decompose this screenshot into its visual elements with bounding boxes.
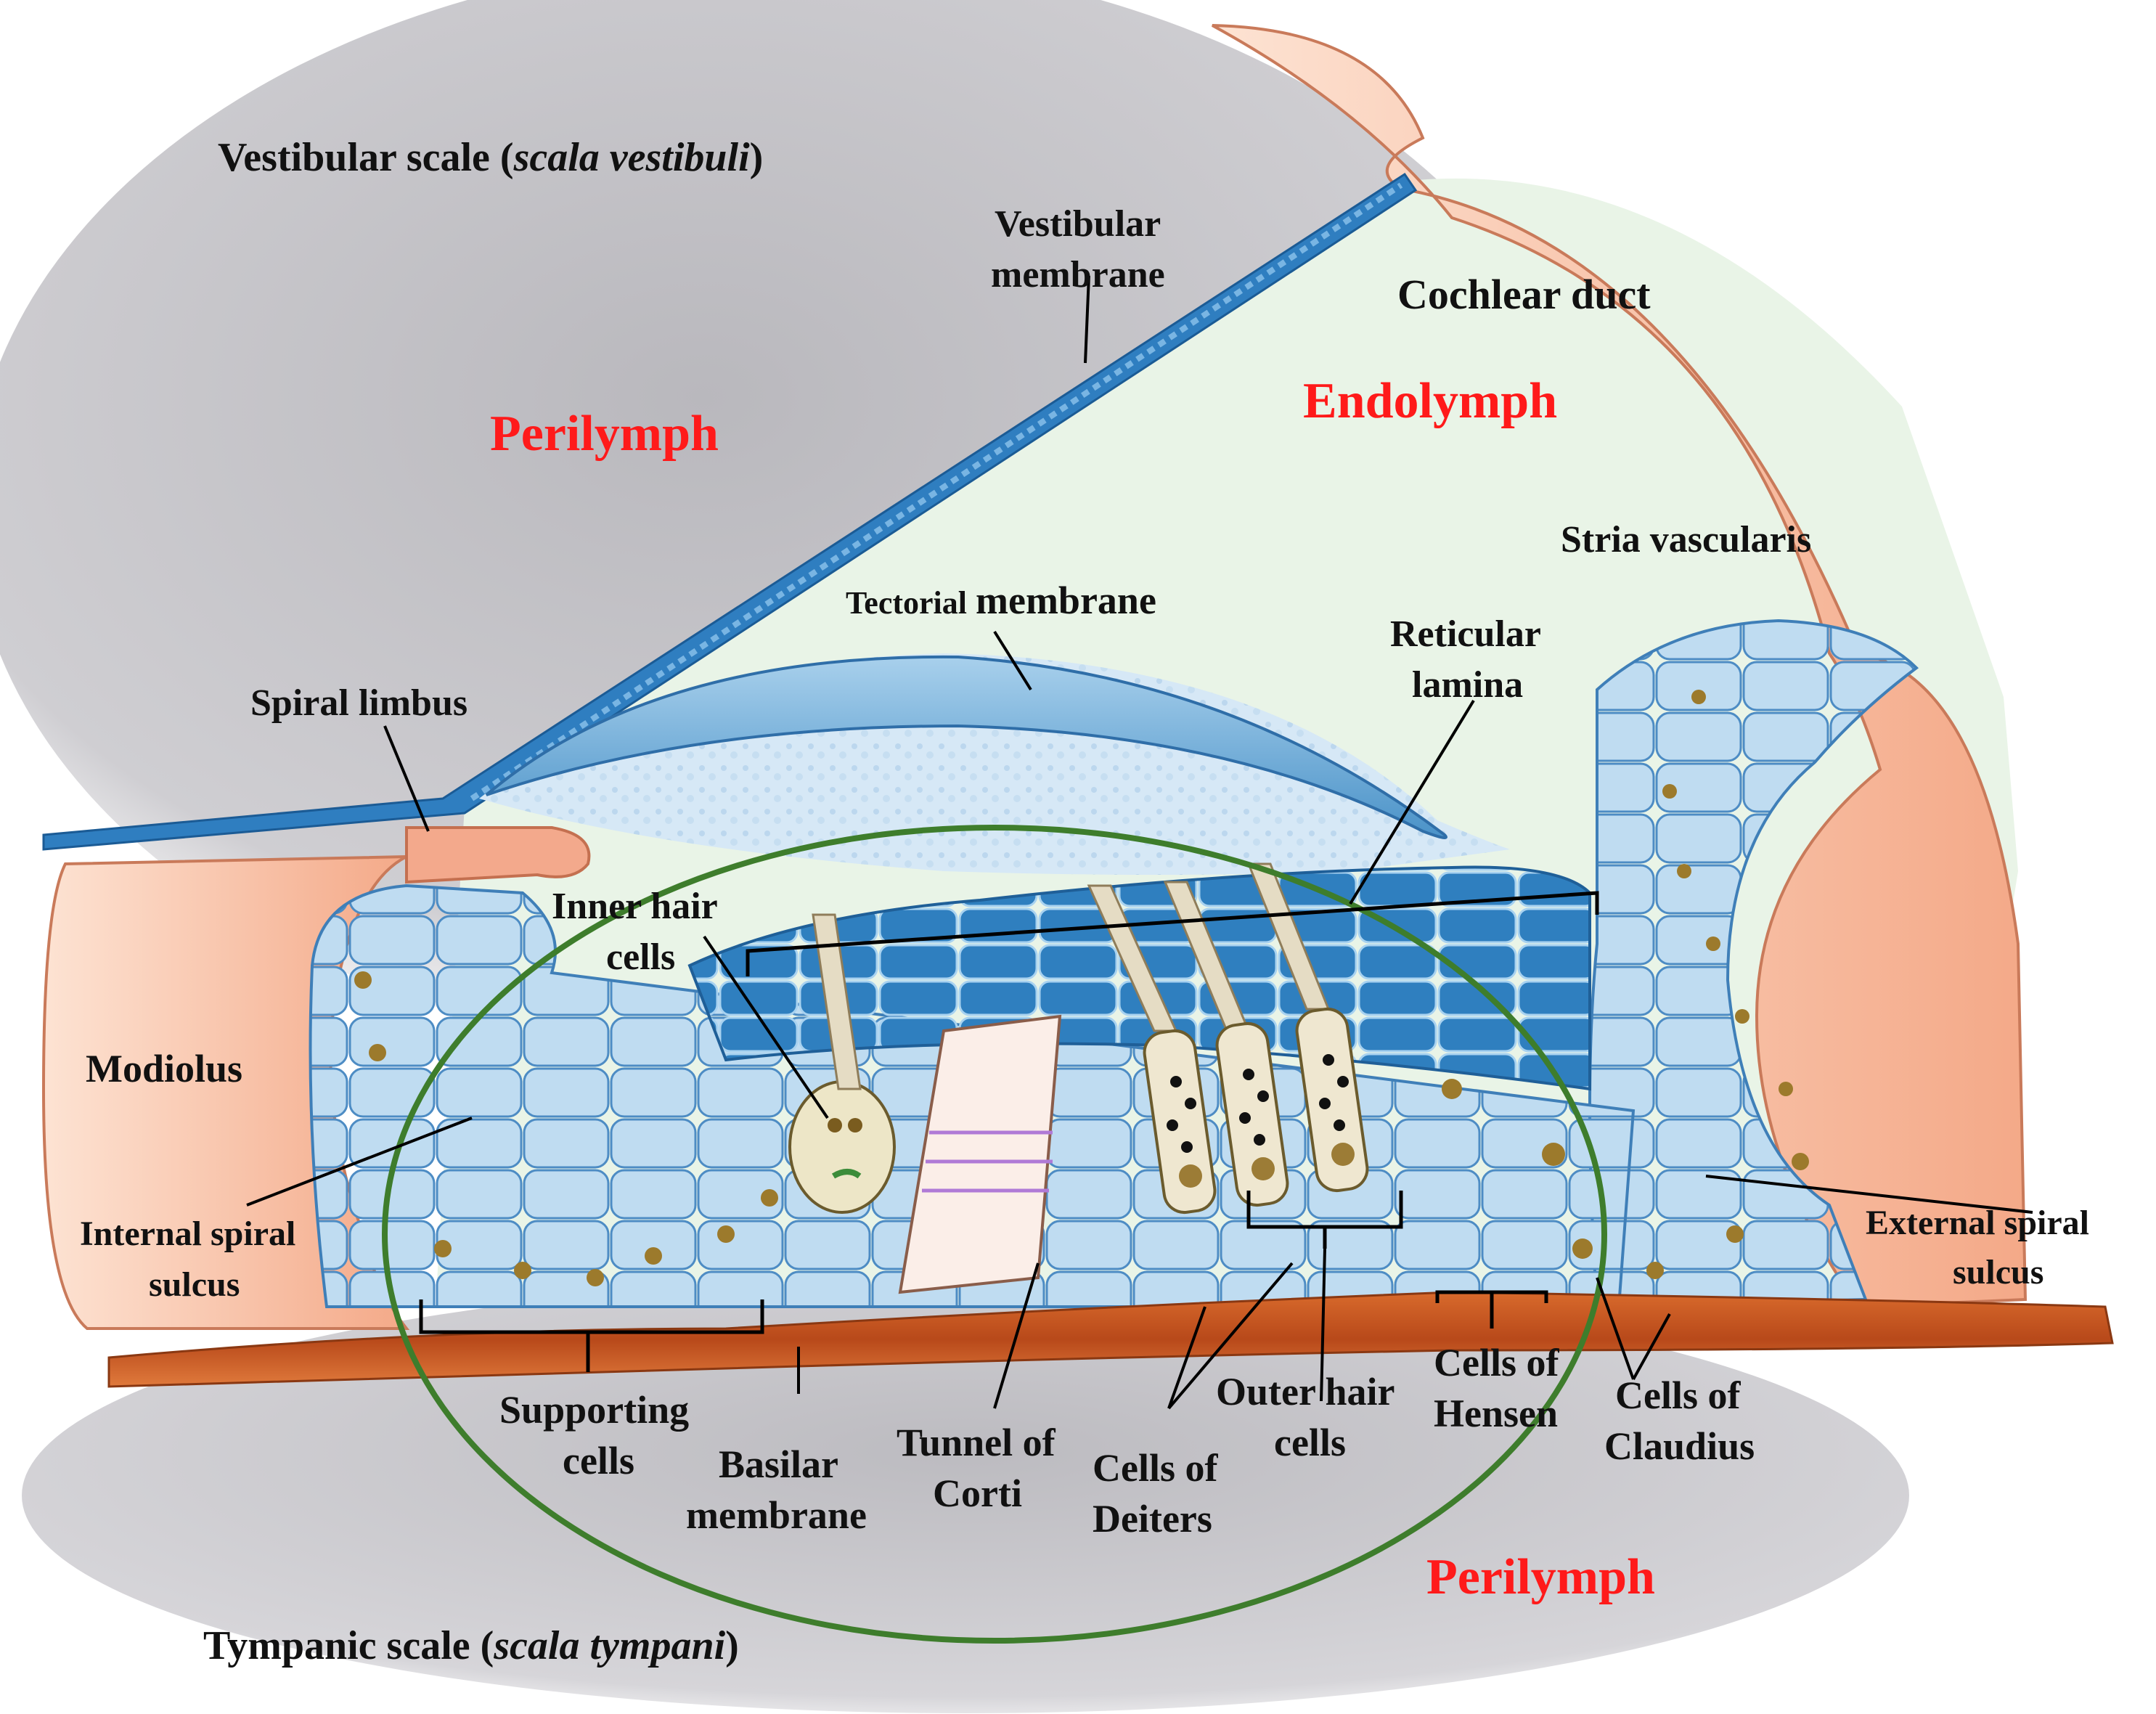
tympanic-scale-region <box>22 1278 1909 1713</box>
outer-hair-cell-2 <box>1163 881 1289 1207</box>
perilymph-bottom-label: Perilymph <box>1426 1549 1655 1605</box>
cells-of-hensen-label-2: Hensen <box>1434 1392 1558 1435</box>
spiral-limbus-label: Spiral limbus <box>250 682 467 724</box>
endolymph-label: Endolymph <box>1303 373 1557 429</box>
reticular-lamina-bracket <box>746 891 1599 976</box>
outer-hair-cells <box>1087 862 1369 1215</box>
inner-hair-cell <box>788 913 896 1214</box>
inner-hair-cells-label-1: Inner hair <box>552 886 718 927</box>
vestibular-membrane-label-2: membrane <box>991 254 1165 295</box>
internal-spiral-sulcus-label-2: sulcus <box>149 1265 240 1304</box>
tympanic-scale-label: Tympanic scale (scala tympani) <box>203 1623 739 1668</box>
reticular-lamina-label-2: lamina <box>1412 664 1523 706</box>
vestibular-membrane-label-1: Vestibular <box>995 203 1161 245</box>
outer-hair-cell-1 <box>1087 884 1217 1215</box>
perilymph-top-label: Perilymph <box>490 406 719 462</box>
tunnel-of-corti <box>898 1014 1062 1294</box>
external-spiral-sulcus-label-1: External spiral <box>1866 1204 2089 1242</box>
cell-nuclei <box>354 690 1809 1286</box>
cells-of-claudius-label-2: Claudius <box>1604 1424 1755 1468</box>
vestibular-scale-label: Vestibular scale (scala vestibuli) <box>218 135 763 180</box>
outer-hair-cell-3 <box>1246 862 1369 1193</box>
cells-of-deiters-label-2: Deiters <box>1093 1497 1212 1540</box>
cells-of-hensen-label-1: Cells of <box>1434 1341 1559 1384</box>
cochlear-duct-label: Cochlear duct <box>1397 271 1651 318</box>
tunnel-of-corti-label-2: Corti <box>933 1472 1022 1515</box>
supporting-cells-label-1: Supporting <box>499 1388 689 1432</box>
stria-vascularis-label: Stria vascularis <box>1561 519 1811 560</box>
internal-spiral-sulcus-label-1: Internal spiral <box>80 1215 295 1253</box>
inner-hair-cells-label-2: cells <box>606 936 675 978</box>
spiral-limbus-shape <box>405 826 591 884</box>
basilar-membrane-label-1: Basilar <box>719 1442 838 1486</box>
tectorial-membrane <box>479 653 1510 875</box>
vestibular-membrane <box>42 172 1418 851</box>
outer-hair-bracket <box>1246 1191 1403 1249</box>
tunnel-fibers <box>922 1130 1053 1193</box>
cells-of-deiters-label-1: Cells of <box>1093 1446 1218 1490</box>
organ-of-corti-outline <box>382 825 1607 1644</box>
reticular-lamina-label-1: Reticular <box>1390 613 1541 655</box>
cells-of-claudius-label-1: Cells of <box>1615 1374 1741 1417</box>
outer-hair-cells-label-1: Outer hair <box>1216 1370 1395 1413</box>
external-spiral-sulcus-label-2: sulcus <box>1953 1253 2043 1291</box>
outer-hair-cells-label-2: cells <box>1274 1421 1346 1464</box>
tunnel-of-corti-label-1: Tunnel of <box>897 1421 1056 1464</box>
modiolus-label: Modiolus <box>86 1047 242 1090</box>
hensen-bracket <box>1435 1290 1548 1329</box>
basilar-membrane-label-2: membrane <box>686 1493 867 1537</box>
supporting-cells-label-2: cells <box>563 1439 634 1482</box>
pointer-lines <box>246 275 2033 1410</box>
supporting-cells-bracket <box>419 1299 764 1372</box>
